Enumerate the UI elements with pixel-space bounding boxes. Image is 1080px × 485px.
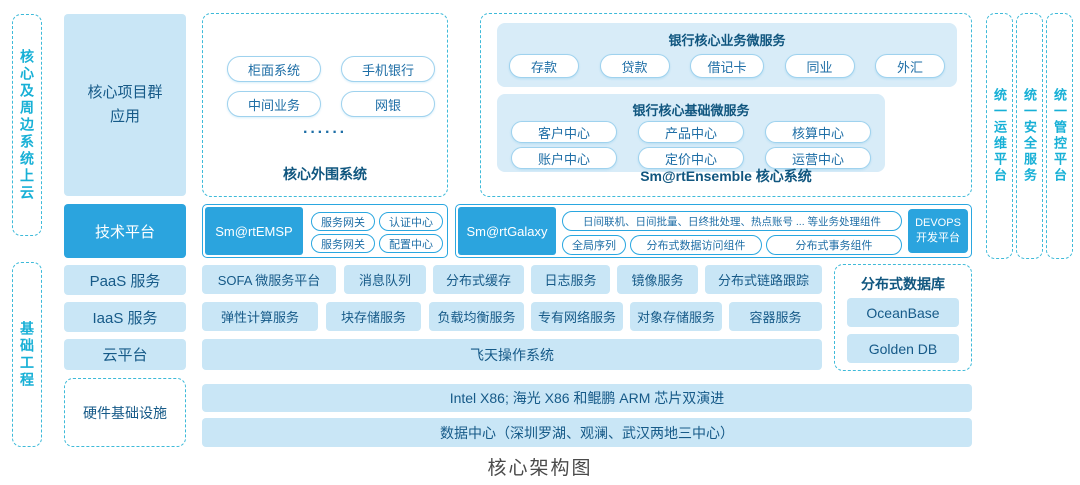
right-label-ops-platform-text: 统一运维平台: [992, 88, 1007, 184]
galaxy-item-distributed-data-access: 分布式数据访问组件: [630, 235, 762, 255]
side-label-core-cloud: 核心及周边系统上云: [12, 14, 42, 236]
emsp-item-service-gateway-2: 服务网关: [311, 234, 375, 253]
galaxy-batch-components: 日间联机、日间批量、日终批处理、热点账号 ... 等业务处理组件: [562, 211, 902, 231]
emsp-item-config-center: 配置中心: [379, 234, 443, 253]
peripheral-item-ebank: 网银: [341, 91, 435, 117]
layer-cloud: 云平台: [64, 339, 186, 370]
base-item-customer-center: 客户中心: [511, 121, 617, 143]
right-label-security-service-text: 统一安全服务: [1022, 88, 1037, 184]
distributed-database-box: 分布式数据库 OceanBase Golden DB: [834, 264, 972, 371]
layer-tech-platform-label: 技术平台: [94, 223, 155, 241]
devops-platform: DEVOPS 开发平台: [908, 209, 968, 253]
layer-core-apps: 核心项目群应用: [64, 14, 186, 196]
paas-item-distributed-tracing: 分布式链路跟踪: [705, 265, 822, 294]
devops-platform-line1: DEVOPS: [915, 216, 961, 229]
galaxy-item-distributed-transaction: 分布式事务组件: [766, 235, 902, 255]
diagram-title: 核心架构图: [487, 458, 593, 479]
paas-item-sofa: SOFA 微服务平台: [202, 265, 336, 294]
galaxy-platform-label: Sm@rtGalaxy: [466, 223, 548, 239]
business-item-forex: 外汇: [875, 54, 945, 78]
galaxy-platform: Sm@rtGalaxy: [458, 207, 556, 255]
galaxy-item-global-sequence: 全局序列: [562, 235, 626, 255]
business-item-interbank: 同业: [784, 54, 855, 78]
emsp-platform-label: Sm@rtEMSP: [215, 223, 293, 239]
layer-hardware-label: 硬件基础设施: [83, 404, 167, 421]
layer-paas: PaaS 服务: [64, 265, 186, 295]
business-item-loan: 贷款: [599, 54, 670, 78]
database-item-oceanbase: OceanBase: [847, 298, 959, 327]
emsp-item-auth-center: 认证中心: [379, 212, 443, 231]
peripheral-item-counter: 柜面系统: [227, 56, 321, 82]
iaas-item-object-storage: 对象存储服务: [630, 302, 722, 331]
right-label-control-platform: 统一管控平台: [1046, 13, 1073, 259]
paas-item-distributed-cache: 分布式缓存: [433, 265, 524, 294]
ensemble-box-label: Sm@rtEnsemble 核心系统: [640, 168, 812, 184]
iaas-item-private-network: 专有网络服务: [531, 302, 623, 331]
distributed-database-title: 分布式数据库: [861, 276, 945, 292]
layer-hardware: 硬件基础设施: [64, 378, 186, 447]
chip-evolution-bar: Intel X86; 海光 X86 和鲲鹏 ARM 芯片双演进: [202, 384, 972, 412]
data-center-bar: 数据中心（深圳罗湖、观澜、武汉两地三中心）: [202, 418, 972, 447]
base-item-product-center: 产品中心: [638, 121, 744, 143]
galaxy-group: Sm@rtGalaxy 日间联机、日间批量、日终批处理、热点账号 ... 等业务…: [455, 204, 972, 258]
right-label-ops-platform: 统一运维平台: [986, 13, 1013, 259]
peripheral-box-label: 核心外围系统: [283, 166, 367, 182]
business-microservices-title: 银行核心业务微服务: [668, 33, 786, 48]
ensemble-core-box: 银行核心业务微服务 存款 贷款 借记卡 同业 外汇 银行核心基础微服务 客户中心…: [480, 13, 972, 197]
paas-item-log-service: 日志服务: [531, 265, 610, 294]
layer-paas-label: PaaS 服务: [89, 272, 161, 290]
emsp-group: Sm@rtEMSP 服务网关 认证中心 服务网关 配置中心: [202, 204, 448, 258]
side-label-infrastructure-text: 基础工程: [19, 320, 35, 389]
base-microservices-group: 银行核心基础微服务 客户中心 产品中心 核算中心 账户中心 定价中心 运营中心: [497, 94, 885, 172]
base-item-pricing-center: 定价中心: [638, 147, 744, 169]
layer-core-apps-label: 核心项目群应用: [87, 84, 163, 125]
iaas-item-load-balancing: 负载均衡服务: [429, 302, 524, 331]
iaas-item-container-service: 容器服务: [729, 302, 822, 331]
layer-iaas: IaaS 服务: [64, 302, 186, 332]
peripheral-systems-box: 柜面系统 手机银行 中间业务 网银 ······ 核心外围系统: [202, 13, 448, 197]
business-item-debit-card: 借记卡: [690, 54, 764, 78]
peripheral-item-intermediary: 中间业务: [227, 91, 321, 117]
business-microservices-group: 银行核心业务微服务 存款 贷款 借记卡 同业 外汇: [497, 23, 957, 87]
layer-tech-platform: 技术平台: [64, 204, 186, 258]
cloud-os-bar: 飞天操作系统: [202, 339, 822, 370]
emsp-item-service-gateway-1: 服务网关: [311, 212, 375, 231]
iaas-item-elastic-compute: 弹性计算服务: [202, 302, 318, 331]
layer-cloud-label: 云平台: [102, 347, 148, 364]
base-microservices-title: 银行核心基础微服务: [632, 103, 750, 118]
paas-item-message-queue: 消息队列: [344, 265, 426, 294]
paas-item-image-service: 镜像服务: [617, 265, 698, 294]
base-item-accounting-center: 核算中心: [765, 121, 871, 143]
iaas-item-block-storage: 块存储服务: [326, 302, 421, 331]
layer-iaas-label: IaaS 服务: [92, 309, 158, 327]
devops-platform-line2: 开发平台: [916, 232, 960, 244]
peripheral-item-mobile-banking: 手机银行: [341, 56, 435, 82]
peripheral-ellipsis: ······: [303, 124, 347, 141]
database-item-goldendb: Golden DB: [847, 334, 959, 363]
right-label-control-platform-text: 统一管控平台: [1052, 88, 1067, 184]
side-label-infrastructure: 基础工程: [12, 262, 42, 447]
emsp-platform: Sm@rtEMSP: [205, 207, 303, 255]
business-item-deposit: 存款: [509, 54, 579, 78]
base-item-operations-center: 运营中心: [765, 147, 871, 169]
base-item-account-center: 账户中心: [511, 147, 617, 169]
side-label-core-cloud-text: 核心及周边系统上云: [19, 48, 35, 202]
right-label-security-service: 统一安全服务: [1016, 13, 1043, 259]
